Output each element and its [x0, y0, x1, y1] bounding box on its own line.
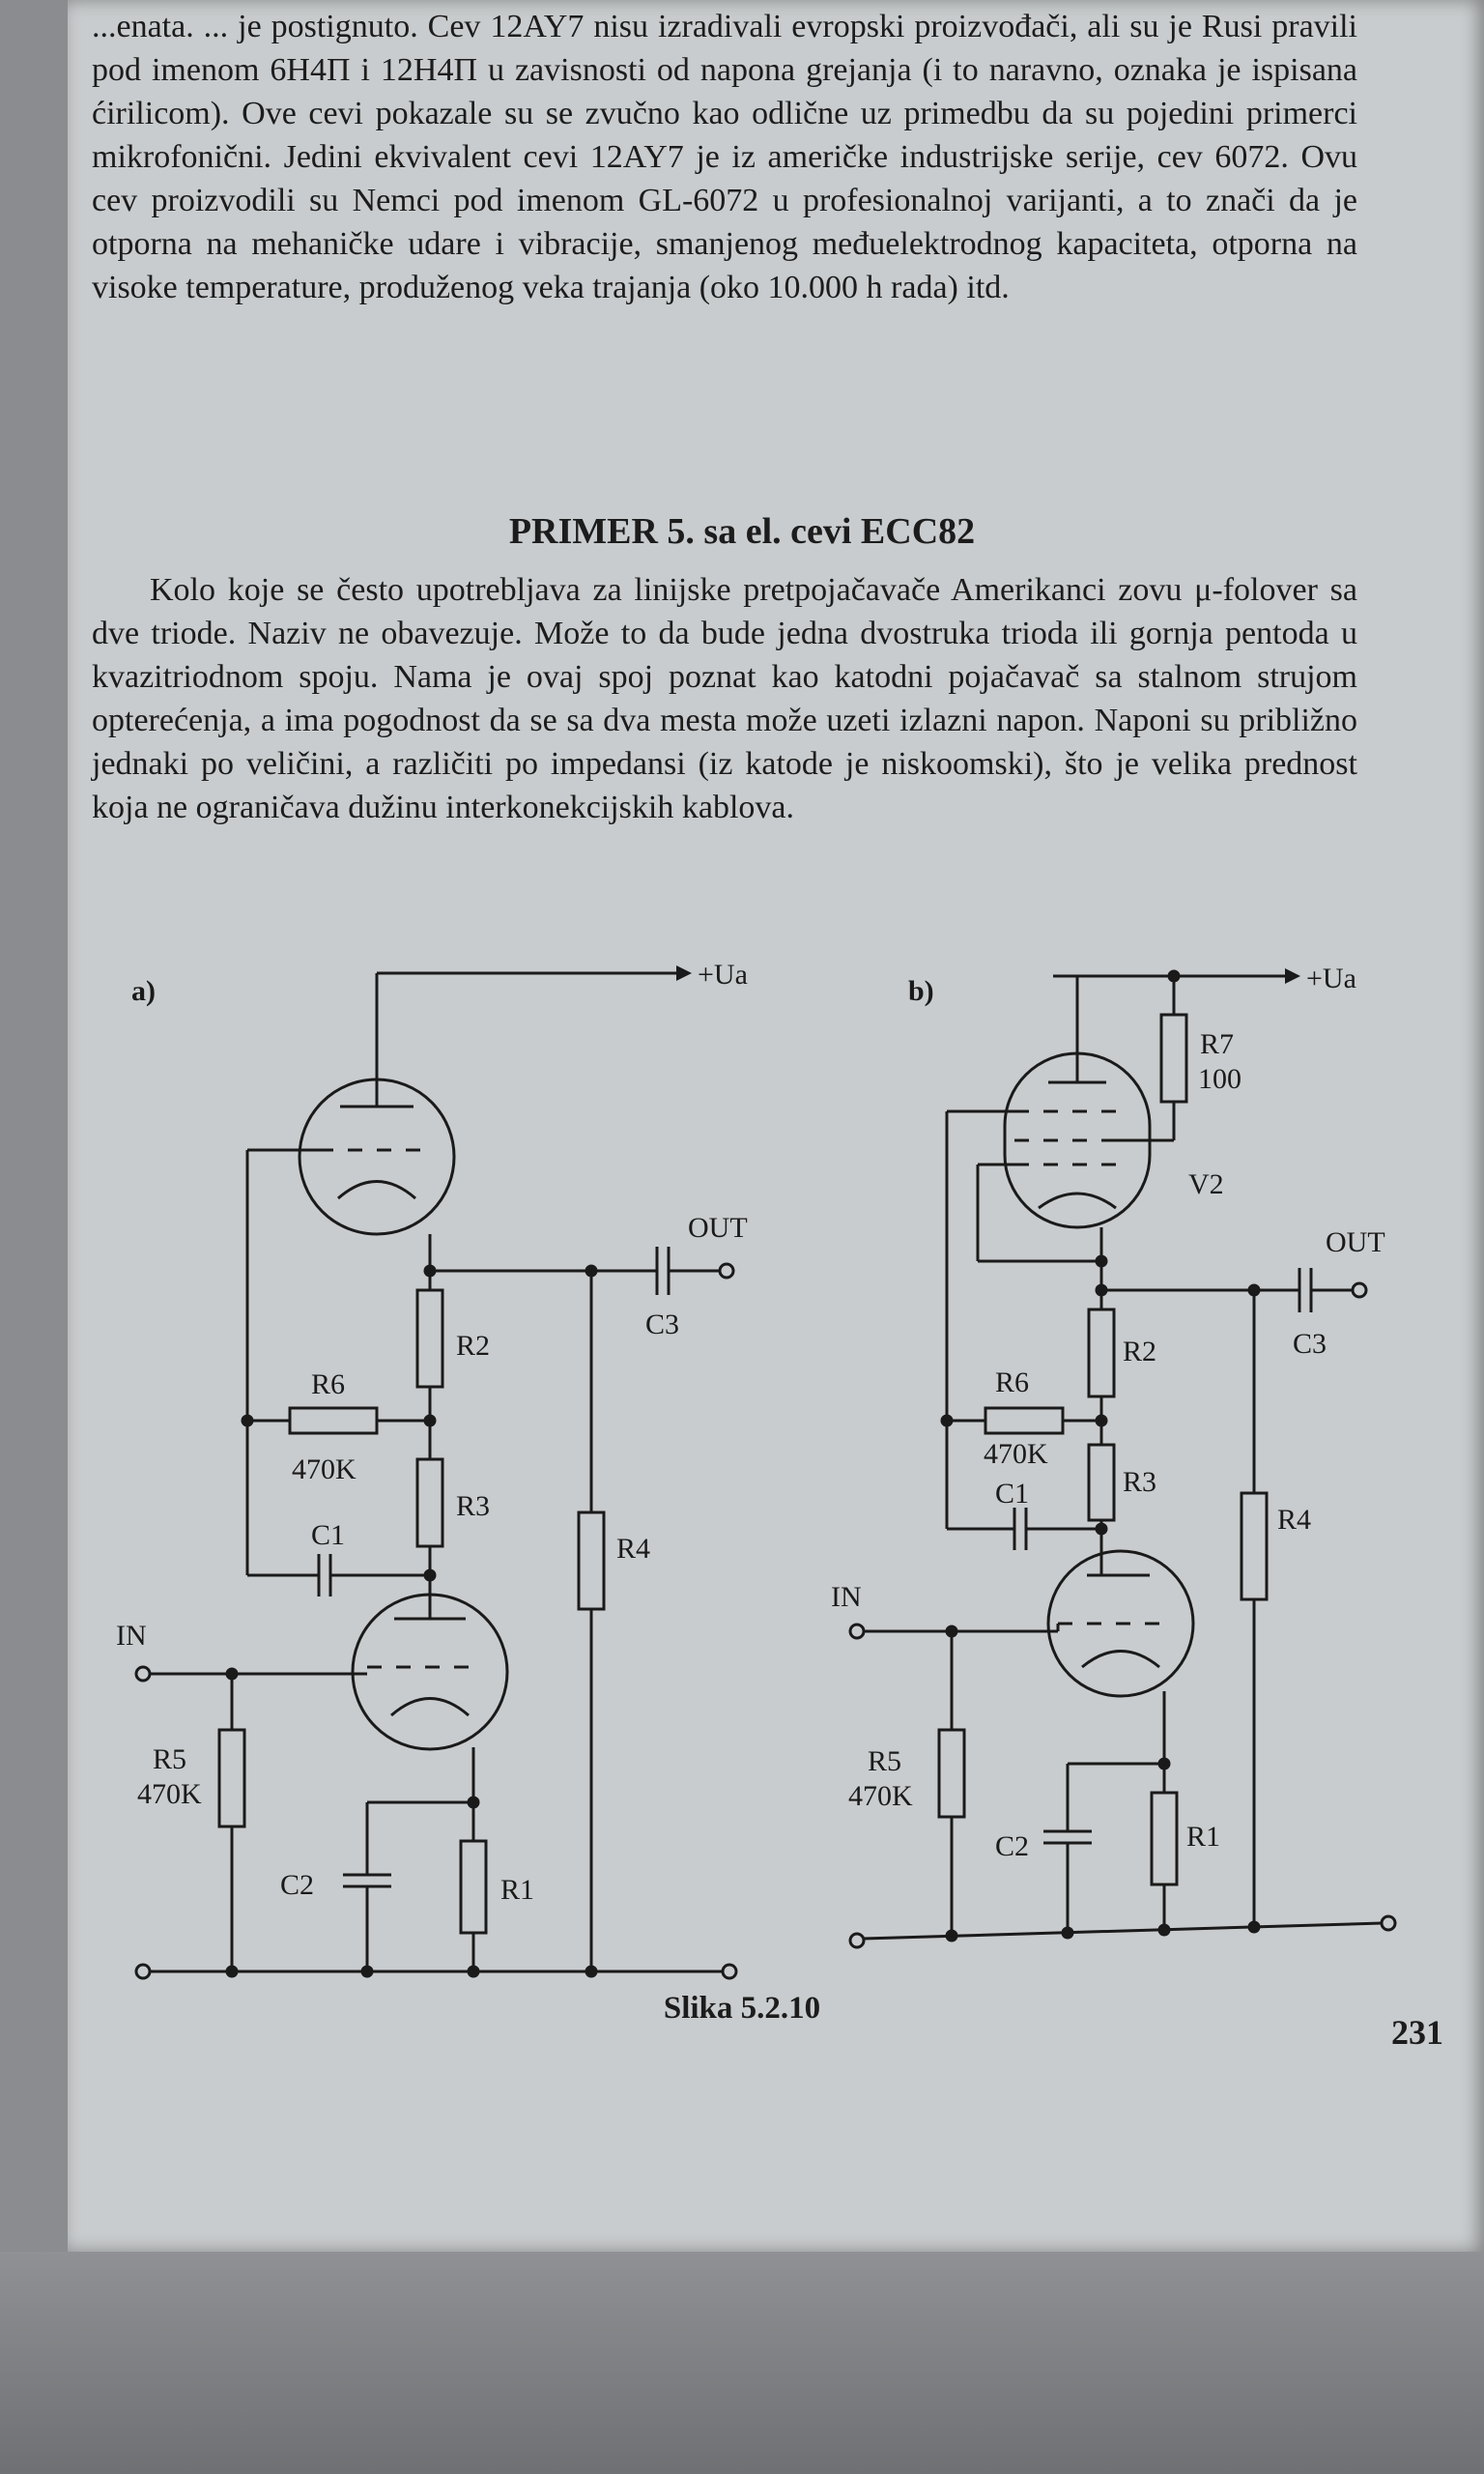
output-label-a: OUT — [688, 1212, 748, 1244]
tube-label-b: V2 — [1188, 1168, 1224, 1200]
upper-triode-a — [298, 973, 456, 1236]
intro-paragraph: ...enata. ... je postignuto. Cev 12AY7 n… — [92, 9, 1357, 305]
body-paragraph: Kolo koje se često upotrebljava za linij… — [92, 568, 1357, 829]
r1-label-a: R1 — [500, 1874, 534, 1906]
r5-label-b: R5 — [868, 1745, 901, 1777]
r2-label-a: R2 — [456, 1330, 490, 1362]
r6-label-a: R6 — [311, 1368, 345, 1400]
input-label-a: IN — [116, 1620, 147, 1652]
r6-value-a: 470K — [292, 1453, 357, 1485]
book-page — [68, 0, 1484, 2252]
pentode-v2 — [1003, 986, 1152, 1229]
c3-label-b: C3 — [1293, 1328, 1327, 1360]
schematic-a-tag: a) — [131, 975, 156, 1007]
r6-value-b: 470K — [984, 1438, 1048, 1470]
r3-label-b: R3 — [1123, 1466, 1156, 1498]
r5-label-a: R5 — [153, 1743, 186, 1775]
schematic-b: b) V2 +Ua — [831, 963, 1397, 1949]
r2-label-b: R2 — [1123, 1336, 1156, 1367]
r6-label-b: R6 — [995, 1366, 1029, 1398]
body-paragraph-text: Kolo koje se često upotrebljava za linij… — [92, 572, 1357, 825]
c1-label-a: C1 — [311, 1519, 345, 1551]
input-label-b: IN — [831, 1581, 862, 1613]
c2-label-b: C2 — [995, 1830, 1029, 1862]
lower-triode-a — [351, 1575, 509, 1751]
r7-label-b: R7 — [1200, 1028, 1234, 1060]
r4-label-a: R4 — [616, 1533, 650, 1565]
c1-label-b: C1 — [995, 1478, 1029, 1510]
supply-label-b: +Ua — [1306, 963, 1356, 994]
r5-value-a: 470K — [137, 1778, 202, 1810]
figure-caption: Slika 5.2.10 — [663, 1991, 821, 2026]
output-label-b: OUT — [1326, 1226, 1385, 1258]
r5-value-b: 470K — [848, 1780, 913, 1812]
page-shadow — [0, 2252, 1484, 2474]
supply-label-a: +Ua — [698, 959, 748, 991]
r1-label-b: R1 — [1186, 1821, 1220, 1853]
lower-triode-b — [1046, 1549, 1195, 1698]
c2-label-a: C2 — [280, 1869, 314, 1901]
schematic-a: a) +Ua OUT C3 — [116, 959, 748, 1980]
section-heading: PRIMER 5. sa el. cevi ECC82 — [508, 511, 976, 552]
schematic-b-tag: b) — [908, 975, 934, 1007]
c3-label-a: C3 — [645, 1309, 679, 1340]
page-number: 231 — [1391, 2013, 1443, 2052]
r7-value-b: 100 — [1198, 1063, 1241, 1095]
r4-label-b: R4 — [1277, 1504, 1311, 1536]
schematic-figure: a) +Ua OUT C3 — [116, 959, 1397, 1980]
r3-label-a: R3 — [456, 1490, 490, 1522]
